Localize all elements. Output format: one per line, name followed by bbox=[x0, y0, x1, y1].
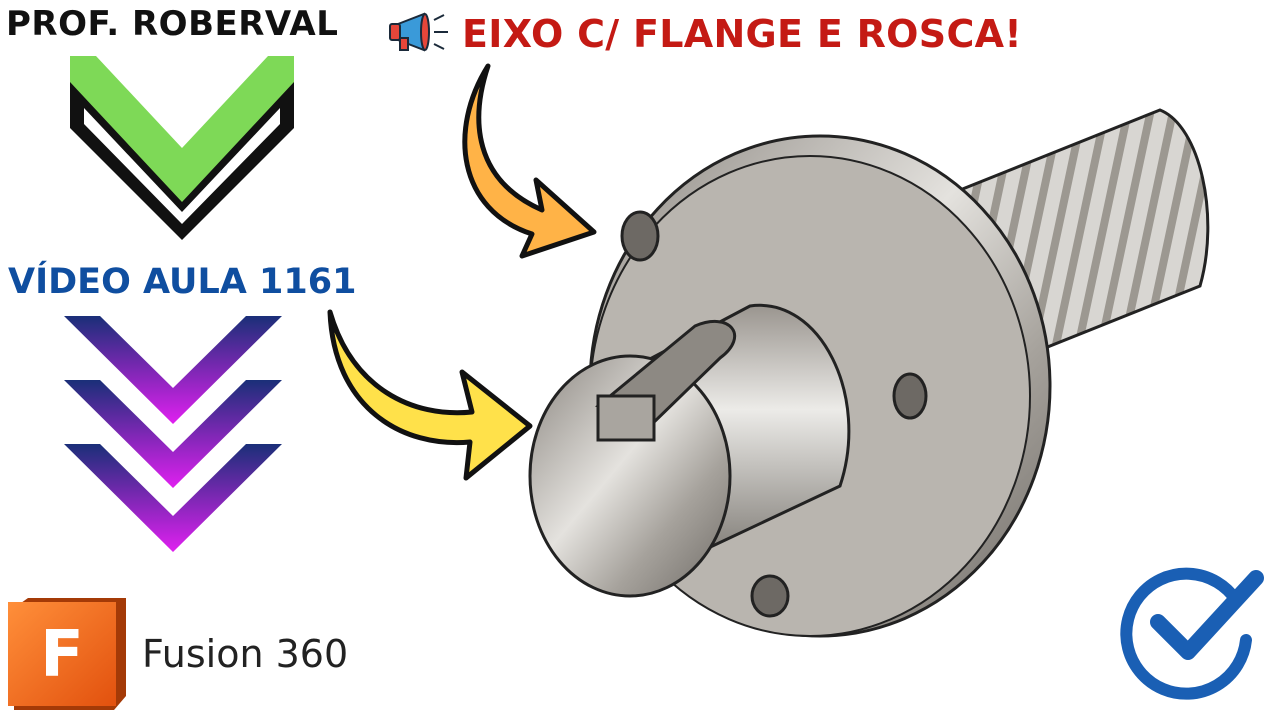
lesson-label: VÍDEO AULA 1161 bbox=[8, 262, 357, 302]
curved-arrow-icon bbox=[462, 63, 597, 259]
curved-arrow-icon bbox=[327, 309, 533, 481]
headline: EIXO C/ FLANGE E ROSCA! bbox=[462, 12, 1022, 56]
chevron-down-icon bbox=[70, 56, 294, 240]
logo-letter: F bbox=[40, 618, 84, 692]
product-name: Fusion 360 bbox=[142, 632, 349, 676]
author-title: PROF. ROBERVAL bbox=[6, 4, 339, 44]
fusion-logo-icon: F bbox=[8, 598, 126, 710]
chevron-down-icon bbox=[64, 316, 282, 552]
shaft-flange-illustration bbox=[528, 108, 1210, 638]
megaphone-icon bbox=[389, 12, 448, 52]
checkmark-icon bbox=[1120, 567, 1264, 700]
